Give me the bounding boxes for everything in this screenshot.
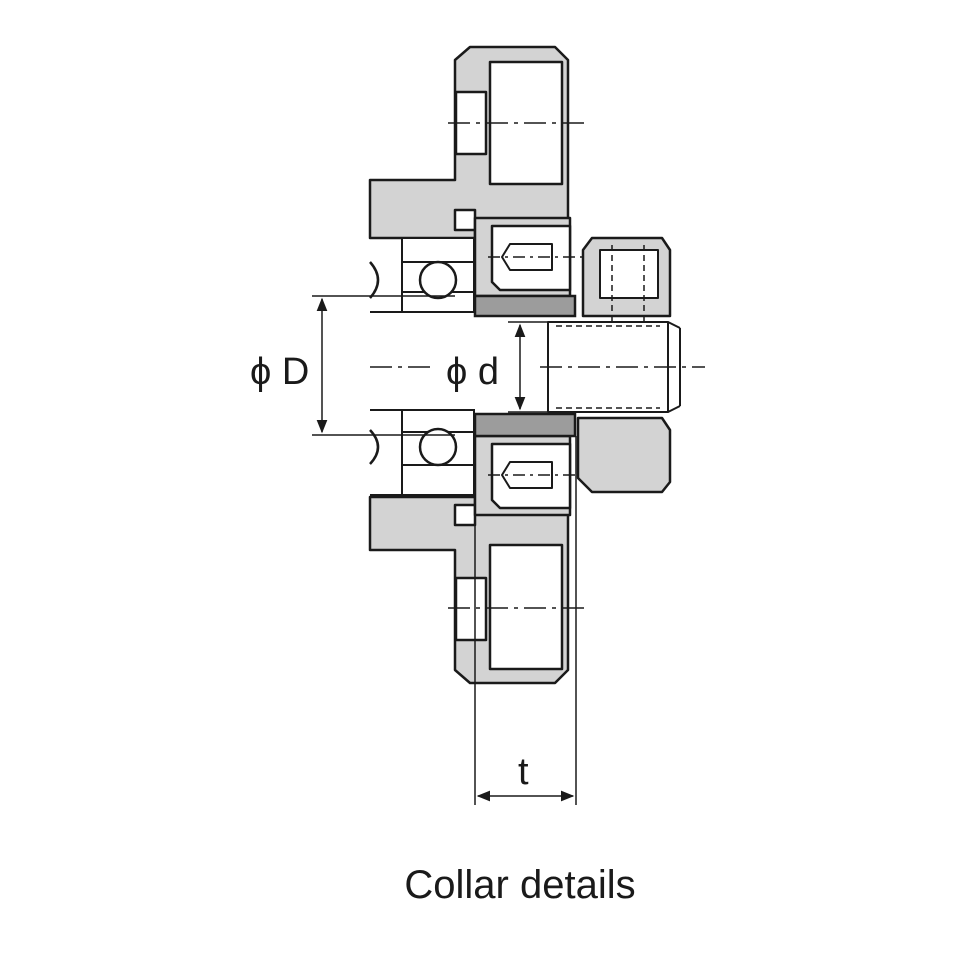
dimension-t — [474, 436, 577, 805]
collar-bottom — [473, 412, 577, 438]
lock-nut-bottom — [473, 434, 590, 517]
collar-top — [473, 294, 577, 318]
outer-diameter-label: ϕ D — [250, 351, 309, 393]
diagram-caption: Collar details — [404, 863, 635, 907]
lock-nut-top — [473, 216, 590, 298]
dimension-D — [312, 295, 455, 436]
housing-top — [368, 45, 570, 240]
inner-diameter-label: ϕ d — [446, 351, 499, 393]
housing-bottom — [368, 495, 570, 685]
center-lines — [370, 122, 705, 609]
dimension-d — [508, 321, 560, 413]
shaft-end — [547, 236, 681, 494]
bearing-bottom — [369, 409, 475, 496]
bearing-top — [369, 237, 475, 313]
thickness-label: t — [518, 751, 529, 793]
